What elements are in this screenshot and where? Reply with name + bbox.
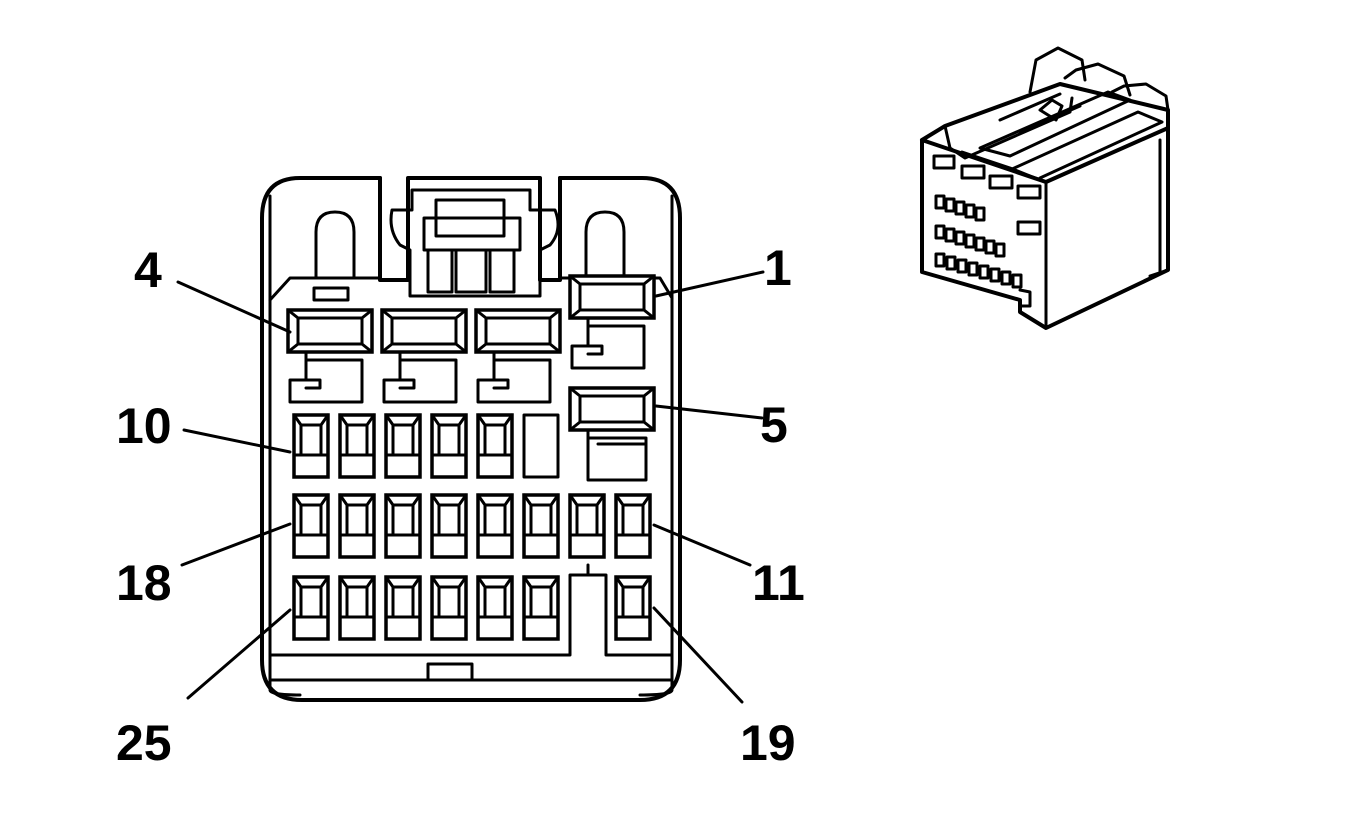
callout-pin-5: 5 bbox=[760, 397, 788, 453]
pin-cavity-row3-3 bbox=[384, 493, 422, 559]
pin-cavity-row4-6 bbox=[522, 575, 560, 641]
pin-cavity-row3-8 bbox=[614, 493, 652, 559]
pin-cavity-1 bbox=[568, 274, 656, 370]
callout-pin-18: 18 bbox=[116, 555, 172, 611]
pin-cavity-row3-4 bbox=[430, 493, 468, 559]
pin-cavity-row3-7 bbox=[568, 493, 606, 559]
pin-callout-labels: 4 1 10 5 18 11 25 19 bbox=[116, 240, 805, 771]
iso-small-opening-c7 bbox=[1011, 273, 1023, 289]
iso-small-opening-b3 bbox=[964, 233, 976, 249]
connector-isometric-view bbox=[920, 46, 1170, 330]
callout-pin-11: 11 bbox=[752, 555, 805, 611]
pin-cavity-row4-3 bbox=[384, 575, 422, 641]
connector-face-view: 4 1 10 5 18 11 25 19 bbox=[116, 176, 805, 771]
pin-cavity-row4-7 bbox=[614, 575, 652, 641]
locking-latch bbox=[389, 188, 560, 298]
callout-pin-1: 1 bbox=[764, 240, 792, 296]
iso-small-opening-c1 bbox=[945, 255, 957, 271]
iso-small-opening-c0 bbox=[934, 252, 946, 268]
iso-large-opening-2 bbox=[960, 164, 986, 180]
pin-cavity-2 bbox=[474, 308, 562, 404]
iso-small-opening-b2 bbox=[954, 230, 966, 246]
iso-large-opening-4 bbox=[1016, 184, 1042, 200]
pin-cavity-3 bbox=[380, 308, 468, 404]
small-pin-cavities bbox=[292, 413, 652, 641]
iso-small-opening-b6 bbox=[994, 242, 1006, 258]
callout-pin-10: 10 bbox=[116, 398, 172, 454]
pin-cavity-row2-2 bbox=[338, 413, 376, 479]
blank-cavity bbox=[522, 413, 560, 479]
callout-pin-4: 4 bbox=[134, 242, 162, 298]
large-pin-cavities-row bbox=[286, 274, 656, 482]
iso-small-opening-c5 bbox=[989, 267, 1001, 283]
iso-small-opening-c6 bbox=[1000, 270, 1012, 286]
iso-large-opening-3 bbox=[988, 174, 1014, 190]
pin-cavity-4 bbox=[286, 308, 374, 404]
iso-small-opening-a1 bbox=[944, 197, 956, 213]
iso-small-opening-a4 bbox=[974, 206, 986, 222]
callout-pin-25: 25 bbox=[116, 715, 172, 771]
iso-small-opening-c3 bbox=[967, 261, 979, 277]
iso-small-opening-c2 bbox=[956, 258, 968, 274]
iso-small-opening-b4 bbox=[974, 236, 986, 252]
iso-small-opening-c4 bbox=[978, 264, 990, 280]
iso-small-opening-b5 bbox=[984, 239, 996, 255]
right-guide-slot bbox=[584, 210, 626, 280]
pin-cavity-row4-1 bbox=[292, 575, 330, 641]
callout-leaders bbox=[176, 270, 765, 704]
iso-small-opening-b1 bbox=[944, 227, 956, 243]
pin-cavity-row4-4 bbox=[430, 575, 468, 641]
pin-cavity-row2-4 bbox=[430, 413, 468, 479]
connector-cavity-openings bbox=[932, 154, 1042, 289]
pin-cavity-5 bbox=[568, 386, 656, 482]
pin-cavity-row4-2 bbox=[338, 575, 376, 641]
iso-large-opening-1 bbox=[932, 154, 956, 170]
iso-large-opening-5 bbox=[1016, 220, 1042, 236]
latch-recess bbox=[378, 176, 562, 282]
pin-cavity-row2-1 bbox=[292, 413, 330, 479]
pin-cavity-row3-5 bbox=[476, 493, 514, 559]
callout-pin-19: 19 bbox=[740, 715, 796, 771]
pin-cavity-row3-1 bbox=[292, 493, 330, 559]
left-guide-slot bbox=[314, 210, 356, 280]
pin-cavity-row3-2 bbox=[338, 493, 376, 559]
pin-cavity-row3-6 bbox=[522, 493, 560, 559]
iso-small-opening-b0 bbox=[934, 224, 946, 240]
connector-housing-outline bbox=[260, 176, 682, 702]
pin-cavity-row4-5 bbox=[476, 575, 514, 641]
iso-small-opening-a0 bbox=[934, 194, 946, 210]
pin-cavity-row2-3 bbox=[384, 413, 422, 479]
iso-small-opening-a2 bbox=[954, 200, 966, 216]
iso-small-opening-a3 bbox=[964, 203, 976, 219]
pin-cavity-row2-5 bbox=[476, 413, 514, 479]
